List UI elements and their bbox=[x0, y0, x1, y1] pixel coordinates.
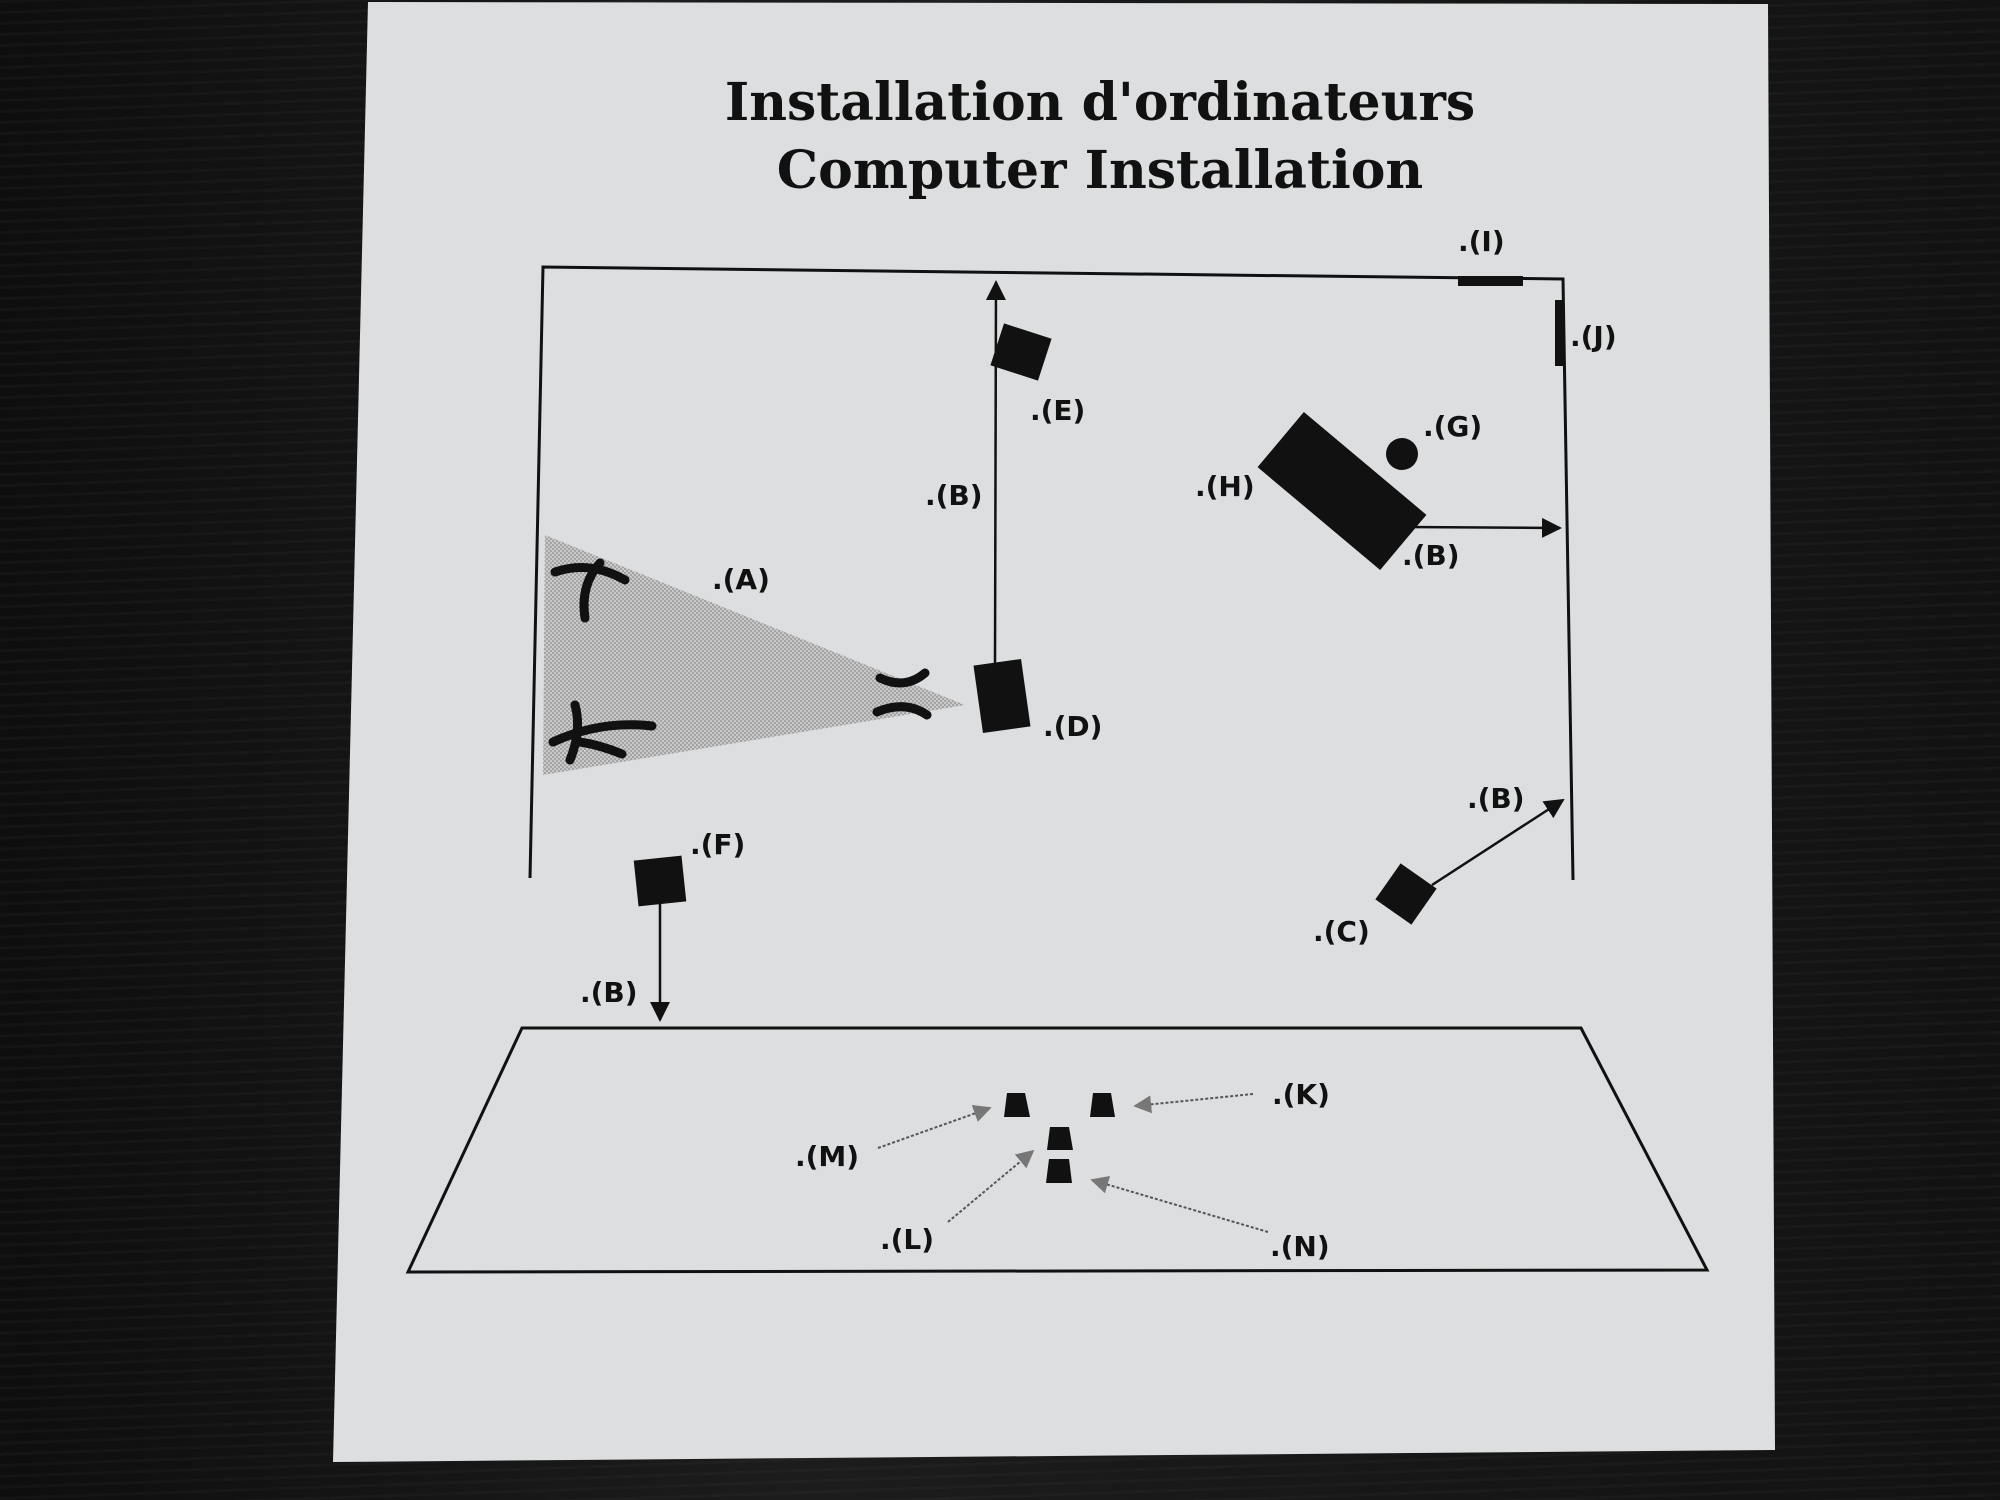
pointer-l bbox=[947, 1149, 1035, 1223]
label-c: .(C) bbox=[1313, 915, 1370, 948]
room-walls bbox=[528, 265, 1575, 881]
component-m bbox=[1004, 1093, 1030, 1117]
label-a: .(A) bbox=[712, 563, 770, 596]
device-i-wall-mount bbox=[1458, 276, 1523, 286]
title-english: Computer Installation bbox=[777, 140, 1423, 201]
label-i: .(I) bbox=[1458, 225, 1505, 258]
device-d bbox=[973, 658, 1031, 734]
person-icon-1 bbox=[550, 558, 630, 623]
label-b-right: .(B) bbox=[1402, 539, 1460, 572]
arrow-b-c-to-wall bbox=[1431, 798, 1565, 887]
label-l: .(L) bbox=[880, 1223, 934, 1256]
camera-field-a bbox=[543, 535, 965, 775]
label-n: .(N) bbox=[1270, 1230, 1330, 1263]
pointer-n bbox=[1090, 1175, 1269, 1233]
device-g bbox=[1386, 438, 1418, 470]
title-french: Installation d'ordinateurs bbox=[725, 72, 1475, 133]
person-icon-2 bbox=[548, 700, 657, 765]
device-f bbox=[633, 855, 687, 907]
component-upper-center bbox=[1047, 1127, 1073, 1150]
paper-sheet bbox=[333, 2, 1775, 1462]
component-lower-center bbox=[1046, 1159, 1072, 1183]
label-h: .(H) bbox=[1195, 470, 1255, 503]
label-d: .(D) bbox=[1043, 710, 1102, 743]
label-b-vertical: .(B) bbox=[925, 479, 983, 512]
label-m: .(M) bbox=[795, 1140, 859, 1173]
label-k: .(K) bbox=[1272, 1078, 1330, 1111]
device-e bbox=[990, 323, 1052, 381]
device-h bbox=[1257, 411, 1427, 571]
label-b-down: .(B) bbox=[580, 976, 638, 1009]
device-j-wall-mount bbox=[1555, 300, 1564, 366]
label-b-diagonal: .(B) bbox=[1467, 782, 1525, 815]
device-c bbox=[1375, 863, 1437, 925]
label-f: .(F) bbox=[690, 828, 745, 861]
label-g: .(G) bbox=[1423, 410, 1482, 443]
table-surface bbox=[405, 1026, 1710, 1274]
arrow-b-h-to-wall bbox=[1404, 517, 1562, 538]
person-icon-3 bbox=[872, 668, 932, 720]
arrow-b-d-to-top bbox=[985, 280, 1006, 664]
label-j: .(J) bbox=[1570, 320, 1617, 353]
component-k bbox=[1090, 1093, 1115, 1117]
label-e: .(E) bbox=[1030, 394, 1085, 427]
